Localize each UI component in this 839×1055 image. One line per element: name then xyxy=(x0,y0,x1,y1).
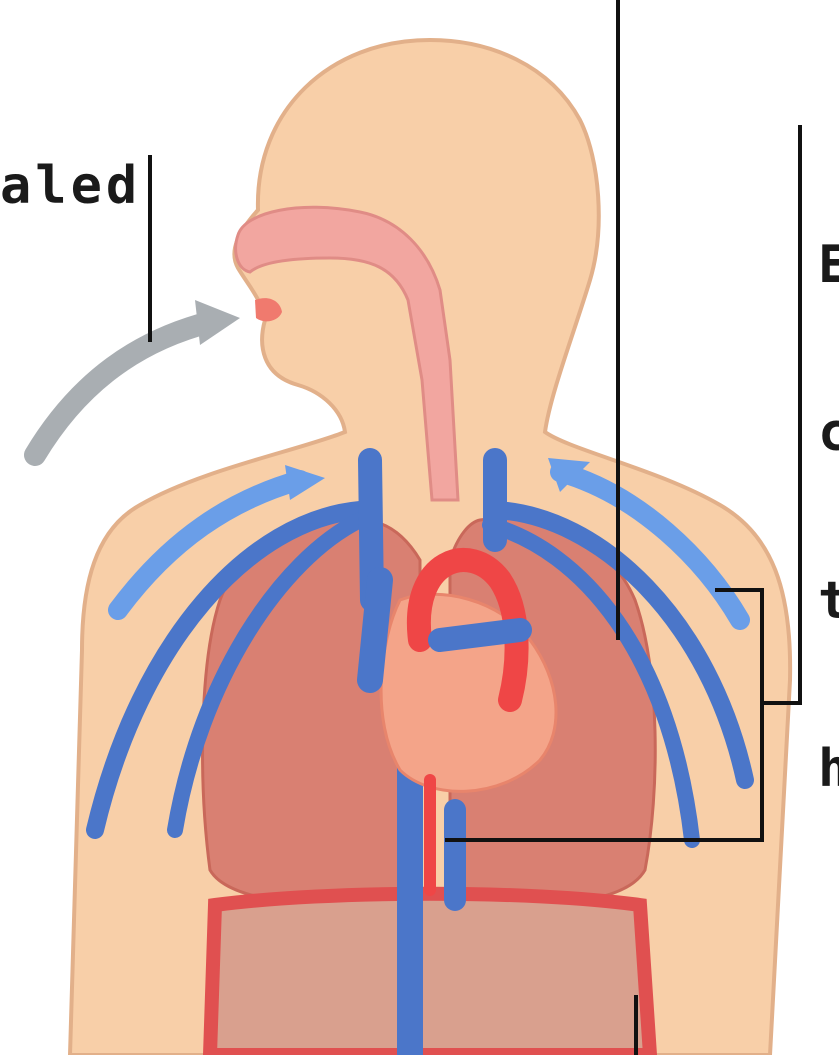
label-right-fragment: E c t h xyxy=(818,125,839,909)
label-exhaled-fragment: aled xyxy=(0,160,141,212)
label-right-line-3: t xyxy=(818,573,839,629)
label-right-line-4: h xyxy=(818,741,839,797)
abdomen xyxy=(210,894,650,1055)
label-right-line-1: E xyxy=(818,237,839,293)
label-right-line-2: c xyxy=(818,405,839,461)
inhale-arrow xyxy=(35,322,210,455)
inhale-arrowhead xyxy=(195,300,240,345)
pulmonary-artery xyxy=(440,630,520,640)
superior-vena-cava xyxy=(370,580,380,680)
